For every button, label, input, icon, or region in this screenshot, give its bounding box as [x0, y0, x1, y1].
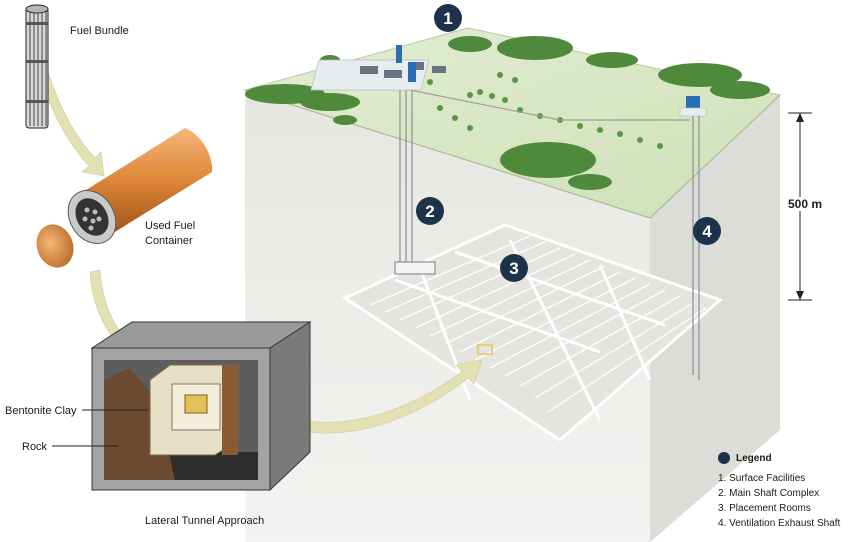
tunnel-cutaway	[90, 321, 312, 492]
legend-item-3: 3. Placement Rooms	[718, 503, 811, 514]
legend-title: Legend	[736, 452, 772, 464]
bentonite-label: Bentonite Clay	[5, 405, 77, 417]
legend-marker-icon	[718, 452, 730, 464]
fuel-bundle-illustration	[25, 4, 49, 129]
svg-text:1: 1	[443, 9, 452, 28]
container-label-line2: Container	[145, 235, 193, 247]
svg-text:4: 4	[702, 222, 712, 241]
svg-text:3: 3	[509, 259, 518, 278]
used-fuel-container-illustration	[36, 128, 213, 268]
marker-3: 3	[500, 254, 528, 282]
surface-facilities	[310, 45, 707, 117]
grid-outline	[341, 223, 723, 442]
arrow-bundle-to-container	[39, 71, 105, 177]
marker-4: 4	[693, 217, 721, 245]
legend-item-1: 1. Surface Facilities	[718, 473, 806, 484]
shafts	[394, 90, 700, 380]
marker-2: 2	[416, 197, 444, 225]
svg-text:2: 2	[425, 202, 434, 221]
ground-right-face	[650, 95, 780, 542]
surface-road	[409, 89, 690, 121]
legend: Legend 1. Surface Facilities 2. Main Sha…	[718, 452, 850, 531]
container-label-line1: Used Fuel	[145, 220, 195, 232]
depth-indicator: 500 m	[783, 112, 827, 301]
legend-item-4: 4. Ventilation Exhaust Shaft	[718, 518, 841, 529]
legend-item-2: 2. Main Shaft Complex	[718, 488, 820, 499]
tunnel-caption: Lateral Tunnel Approach	[145, 515, 264, 527]
marker-1: 1	[434, 4, 462, 32]
fuel-bundle-label: Fuel Bundle	[70, 25, 129, 37]
rock-label: Rock	[22, 441, 48, 453]
small-trees	[427, 72, 663, 149]
depth-label: 500 m	[788, 197, 822, 211]
